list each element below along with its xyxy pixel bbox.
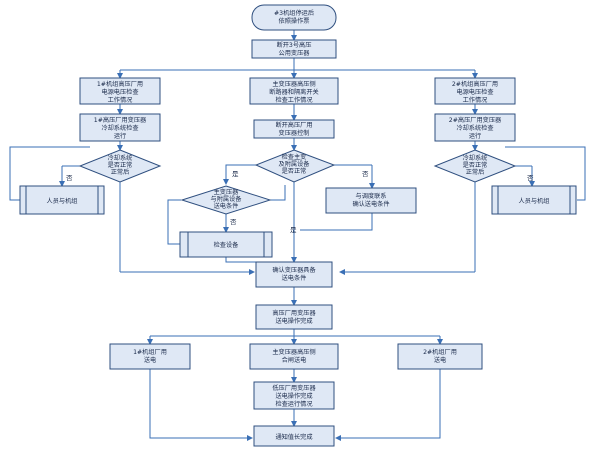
node-check: 检查设备 <box>179 231 273 258</box>
node-b2: 主变压器高压侧合闸送电 <box>249 343 339 370</box>
node-r2: 2#高压厂用变压器冷却系统检查运行 <box>434 113 516 142</box>
svg-text:确认变压器具备送电条件: 确认变压器具备送电条件 <box>272 266 316 282</box>
node-l2: 1#高压厂用变压器冷却系统检查运行 <box>79 113 161 142</box>
node-c2: 断开高压厂用变压器控制 <box>253 119 335 139</box>
node-m3: 低压厂用变压器送电操作完成检查运行情况 <box>253 381 335 410</box>
svg-text:人员与机组: 人员与机组 <box>47 197 78 205</box>
svg-text:检查设备: 检查设备 <box>214 241 240 249</box>
node-left-side: 人员与机组 <box>19 185 105 215</box>
node-l1: 1#机组高压厂用电源电压检查工作情况 <box>79 77 161 105</box>
edges <box>9 30 586 441</box>
node-right-side: 人员与机组 <box>491 185 577 215</box>
node-n1: 断开3号高压公用变压器 <box>251 39 337 59</box>
svg-text:1#机组厂用送电: 1#机组厂用送电 <box>133 348 167 364</box>
node-m1: 确认变压器具备送电条件 <box>255 261 333 288</box>
svg-text:与调度联系确认送电条件: 与调度联系确认送电条件 <box>352 192 389 208</box>
svg-text:低压厂用变压器送电操作完成检查运行情况: 低压厂用变压器送电操作完成检查运行情况 <box>272 384 316 408</box>
node-b3: 2#机组厂用送电 <box>397 343 483 370</box>
node-center-right: 与调度联系确认送电条件 <box>325 187 417 214</box>
svg-text:主变压器高压侧断路器和隔离开关检查工作情况: 主变压器高压侧断路器和隔离开关检查工作情况 <box>269 80 319 104</box>
svg-text:主变压器与附属设备送电条件: 主变压器与附属设备送电条件 <box>211 188 243 210</box>
svg-text:高压厂用变压器送电操作完成: 高压厂用变压器送电操作完成 <box>272 309 316 325</box>
svg-text:1#机组高压厂用电源电压检查工作情况: 1#机组高压厂用电源电压检查工作情况 <box>97 80 143 104</box>
svg-text:检查主变及附属设备是否正常: 检查主变及附属设备是否正常 <box>279 153 311 175</box>
svg-text:主变压器高压侧合闸送电: 主变压器高压侧合闸送电 <box>272 348 315 364</box>
node-c1: 主变压器高压侧断路器和隔离开关检查工作情况 <box>249 77 339 105</box>
svg-text:断开3号高压公用变压器: 断开3号高压公用变压器 <box>277 41 312 57</box>
edge-label-center-yes: 是 <box>232 170 239 178</box>
node-end: 通知值长完成 <box>253 425 335 447</box>
svg-text:1#高压厂用变压器冷却系统检查运行: 1#高压厂用变压器冷却系统检查运行 <box>94 116 147 140</box>
decision-center: 检查主变及附属设备是否正常 <box>254 149 336 183</box>
svg-text:通知值长完成: 通知值长完成 <box>275 433 312 441</box>
edge-label-center-no: 否 <box>362 170 369 178</box>
decision-right: 冷却系统是否正常正常后 <box>433 149 517 183</box>
node-m2: 高压厂用变压器送电操作完成 <box>255 304 333 330</box>
svg-text:2#机组厂用送电: 2#机组厂用送电 <box>423 348 457 364</box>
node-b1: 1#机组厂用送电 <box>109 343 191 370</box>
decision-left: 冷却系统是否正常正常后 <box>78 149 162 183</box>
edge-label-left-no: 否 <box>66 174 73 182</box>
edge-label-right-no: 否 <box>527 174 534 182</box>
node-r1: 2#机组高压厂用电源电压检查工作情况 <box>434 77 516 105</box>
edge-label-inner-no: 否 <box>230 218 237 226</box>
svg-text:冷却系统是否正常正常后: 冷却系统是否正常正常后 <box>108 154 133 176</box>
svg-text:2#机组高压厂用电源电压检查工作情况: 2#机组高压厂用电源电压检查工作情况 <box>452 80 498 104</box>
svg-text:断开高压厂用变压器控制: 断开高压厂用变压器控制 <box>275 121 312 137</box>
node-start: #3机组停运后依照操作票 <box>251 4 337 31</box>
decision-inner: 主变压器与附属设备送电条件 <box>180 185 272 215</box>
svg-text:2#高压厂用变压器冷却系统检查运行: 2#高压厂用变压器冷却系统检查运行 <box>449 116 502 140</box>
svg-text:人员与机组: 人员与机组 <box>519 197 550 205</box>
svg-text:#3机组停运后依照操作票: #3机组停运后依照操作票 <box>274 9 314 25</box>
edge-label-center-yes2: 是 <box>290 226 297 234</box>
svg-text:冷却系统是否正常正常后: 冷却系统是否正常正常后 <box>463 154 488 176</box>
